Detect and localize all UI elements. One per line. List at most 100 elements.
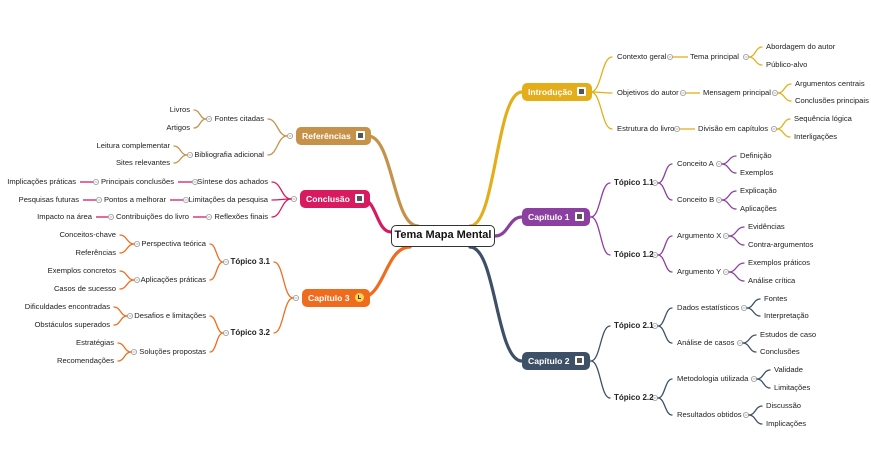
node-dificuldades[interactable]: Dificuldades encontradas	[24, 302, 110, 311]
node-impacto-area[interactable]: Impacto na área	[37, 212, 92, 221]
connector-line	[267, 135, 288, 156]
node-conceitos-chave[interactable]: Conceitos-chave	[59, 230, 116, 239]
node-evidencias[interactable]: Evidências	[748, 222, 785, 231]
node-contra-argumentos[interactable]: Contra-argumentos	[748, 240, 814, 249]
connector-line	[119, 243, 135, 254]
node-interpretacao[interactable]: Interpretação	[764, 311, 809, 320]
node-sintese-achados[interactable]: Síntese dos achados	[197, 177, 268, 186]
node-exemplos-praticos[interactable]: Exemplos práticos	[748, 258, 811, 267]
node-abordagem-autor[interactable]: Abordagem do autor	[766, 42, 836, 51]
node-dados-estatisticos[interactable]: Dados estatísticos	[677, 303, 740, 312]
node-exemplos[interactable]: Exemplos	[740, 168, 774, 177]
node-conclusoes[interactable]: Conclusões	[760, 347, 800, 356]
branch-conclusao-label: Conclusão	[306, 194, 350, 204]
node-artigos[interactable]: Artigos	[166, 123, 190, 132]
node-estrategias[interactable]: Estratégias	[76, 338, 114, 347]
node-fontes[interactable]: Fontes	[764, 294, 788, 303]
node-contexto-geral[interactable]: Contexto geral	[617, 52, 667, 61]
node-implicacoes[interactable]: Implicações	[766, 419, 807, 428]
node-solucoes-propostas[interactable]: Soluções propostas	[139, 347, 206, 356]
node-pontos-melhorar[interactable]: Pontos a melhorar	[103, 195, 166, 204]
node-conceito-a[interactable]: Conceito A	[677, 159, 714, 168]
notebook-icon	[354, 194, 364, 203]
node-topico-3-2[interactable]: Tópico 3.2	[230, 328, 270, 337]
node-topico-1-1[interactable]: Tópico 1.1	[614, 178, 654, 187]
connector-line	[209, 332, 224, 353]
node-conclusoes-principais[interactable]: Conclusões principais	[795, 96, 869, 105]
node-pesquisas-futuras[interactable]: Pesquisas futuras	[18, 195, 79, 204]
node-estrutura-livro[interactable]: Estrutura do livro	[617, 124, 675, 133]
branch-introducao[interactable]: Introdução	[522, 83, 593, 101]
node-argumentos-centrais[interactable]: Argumentos centrais	[795, 79, 865, 88]
connector-line	[119, 279, 135, 290]
node-divisao-capitulos[interactable]: Divisão em capítulos	[698, 124, 769, 133]
connector-line	[721, 199, 737, 210]
node-limitacoes[interactable]: Limitações	[774, 383, 811, 392]
branch-capitulo-2[interactable]: Capítulo 2	[522, 352, 590, 370]
connector-line	[468, 90, 524, 228]
books-icon	[355, 131, 365, 140]
node-referencias[interactable]: Referências	[75, 248, 116, 257]
node-topico-2-1[interactable]: Tópico 2.1	[614, 321, 654, 330]
branch-capitulo-3[interactable]: Capítulo 3	[302, 289, 370, 307]
branch-introducao-label: Introdução	[528, 87, 573, 97]
node-perspectiva-teorica[interactable]: Perspectiva teórica	[141, 239, 206, 248]
node-estudos-caso[interactable]: Estudos de caso	[760, 330, 817, 339]
connector-line	[657, 254, 673, 273]
node-limitacoes-pesquisa[interactable]: Limitações da pesquisa	[188, 195, 268, 204]
connector-line	[657, 378, 673, 399]
connector-line	[728, 262, 745, 273]
node-argumento-y[interactable]: Argumento Y	[677, 267, 722, 276]
node-desafios-limitacoes[interactable]: Desafios e limitações	[134, 311, 206, 320]
node-exemplos-concretos[interactable]: Exemplos concretos	[47, 266, 116, 275]
node-objetivos-autor[interactable]: Objetivos do autor	[617, 88, 679, 97]
node-resultados[interactable]: Resultados obtidos	[677, 410, 742, 419]
node-recomendacoes[interactable]: Recomendações	[57, 356, 114, 365]
node-leitura-complementar[interactable]: Leitura complementar	[96, 141, 170, 150]
connector-line	[117, 342, 132, 353]
branch-conclusao[interactable]: Conclusão	[300, 190, 370, 208]
node-sequencia-logica[interactable]: Sequência lógica	[794, 114, 852, 123]
node-implicacoes-praticas[interactable]: Implicações práticas	[7, 177, 76, 186]
node-validade[interactable]: Validade	[774, 365, 803, 374]
connector-line	[173, 154, 188, 164]
node-principais-conclusoes[interactable]: Principais conclusões	[100, 177, 174, 186]
node-discussao[interactable]: Discussão	[766, 401, 802, 410]
node-topico-1-2[interactable]: Tópico 1.2	[614, 250, 654, 259]
connector-line	[209, 261, 224, 281]
node-analise-critica[interactable]: Análise crítica	[748, 276, 796, 285]
connector-line	[590, 91, 613, 130]
central-topic[interactable]: Tema Mapa Mental	[391, 225, 495, 247]
node-metodologia[interactable]: Metodologia utilizada	[677, 374, 749, 383]
connector-line	[590, 56, 613, 93]
node-aplicacoes-praticas[interactable]: Aplicações práticas	[140, 275, 206, 284]
branch-capitulo-2-label: Capítulo 2	[528, 356, 570, 366]
node-obstaculos[interactable]: Obstáculos superados	[34, 320, 110, 329]
connector-line	[756, 369, 771, 380]
node-livros[interactable]: Livros	[169, 105, 190, 114]
node-bibliografia-adicional[interactable]: Bibliografia adicional	[194, 150, 264, 159]
node-topico-2-2[interactable]: Tópico 2.2	[614, 393, 654, 402]
branch-capitulo-1[interactable]: Capítulo 1	[522, 208, 590, 226]
node-tema-principal[interactable]: Tema principal	[690, 52, 739, 61]
node-conceito-b[interactable]: Conceito B	[677, 195, 715, 204]
node-interligacoes[interactable]: Interligações	[794, 132, 838, 141]
connector-line	[721, 190, 737, 201]
connector-line	[267, 118, 288, 137]
node-aplicacoes[interactable]: Aplicações	[740, 204, 777, 213]
node-analise-casos[interactable]: Análise de casos	[677, 338, 735, 347]
node-mensagem-principal[interactable]: Mensagem principal	[703, 88, 771, 97]
node-publico-alvo[interactable]: Público-alvo	[766, 60, 808, 69]
connector-line	[193, 118, 207, 129]
node-reflexoes-finais[interactable]: Reflexões finais	[214, 212, 268, 221]
node-casos-sucesso[interactable]: Casos de sucesso	[53, 284, 116, 293]
node-fontes-citadas[interactable]: Fontes citadas	[214, 114, 264, 123]
branch-referencias[interactable]: Referências	[296, 127, 371, 145]
node-contribuicoes-livro[interactable]: Contribuições do livro	[115, 212, 189, 221]
node-definicao[interactable]: Definição	[740, 151, 772, 160]
node-argumento-x[interactable]: Argumento X	[677, 231, 722, 240]
node-sites-relevantes[interactable]: Sites relevantes	[115, 158, 170, 167]
node-explicacao[interactable]: Explicação	[740, 186, 777, 195]
node-topico-3-1[interactable]: Tópico 3.1	[230, 257, 270, 266]
